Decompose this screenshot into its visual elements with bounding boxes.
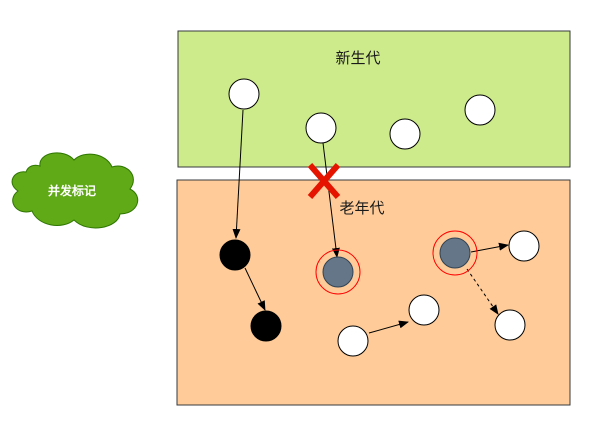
old-generation-region <box>176 179 571 406</box>
white-object <box>408 294 440 326</box>
white-object <box>389 118 421 150</box>
black-object <box>219 239 251 271</box>
highlight-ring <box>315 249 361 295</box>
reference-arrow <box>368 320 409 334</box>
reference-arrow <box>232 109 244 239</box>
white-object <box>464 94 496 126</box>
grey-object <box>322 256 354 288</box>
reference-arrow <box>244 267 266 311</box>
cross-mark-icon <box>307 163 341 199</box>
young-generation-label: 新生代 <box>335 49 380 67</box>
white-object <box>337 325 369 357</box>
white-object <box>494 309 526 341</box>
reference-arrow <box>322 142 340 258</box>
white-object <box>228 78 260 110</box>
concurrent-marking-cloud <box>11 152 139 229</box>
grey-object <box>439 237 471 269</box>
white-object <box>305 112 337 144</box>
old-generation-label: 老年代 <box>339 199 384 217</box>
concurrent-marking-label: 并发标记 <box>48 183 96 198</box>
black-object <box>250 310 282 342</box>
highlight-ring <box>432 230 478 276</box>
white-object <box>508 230 540 262</box>
